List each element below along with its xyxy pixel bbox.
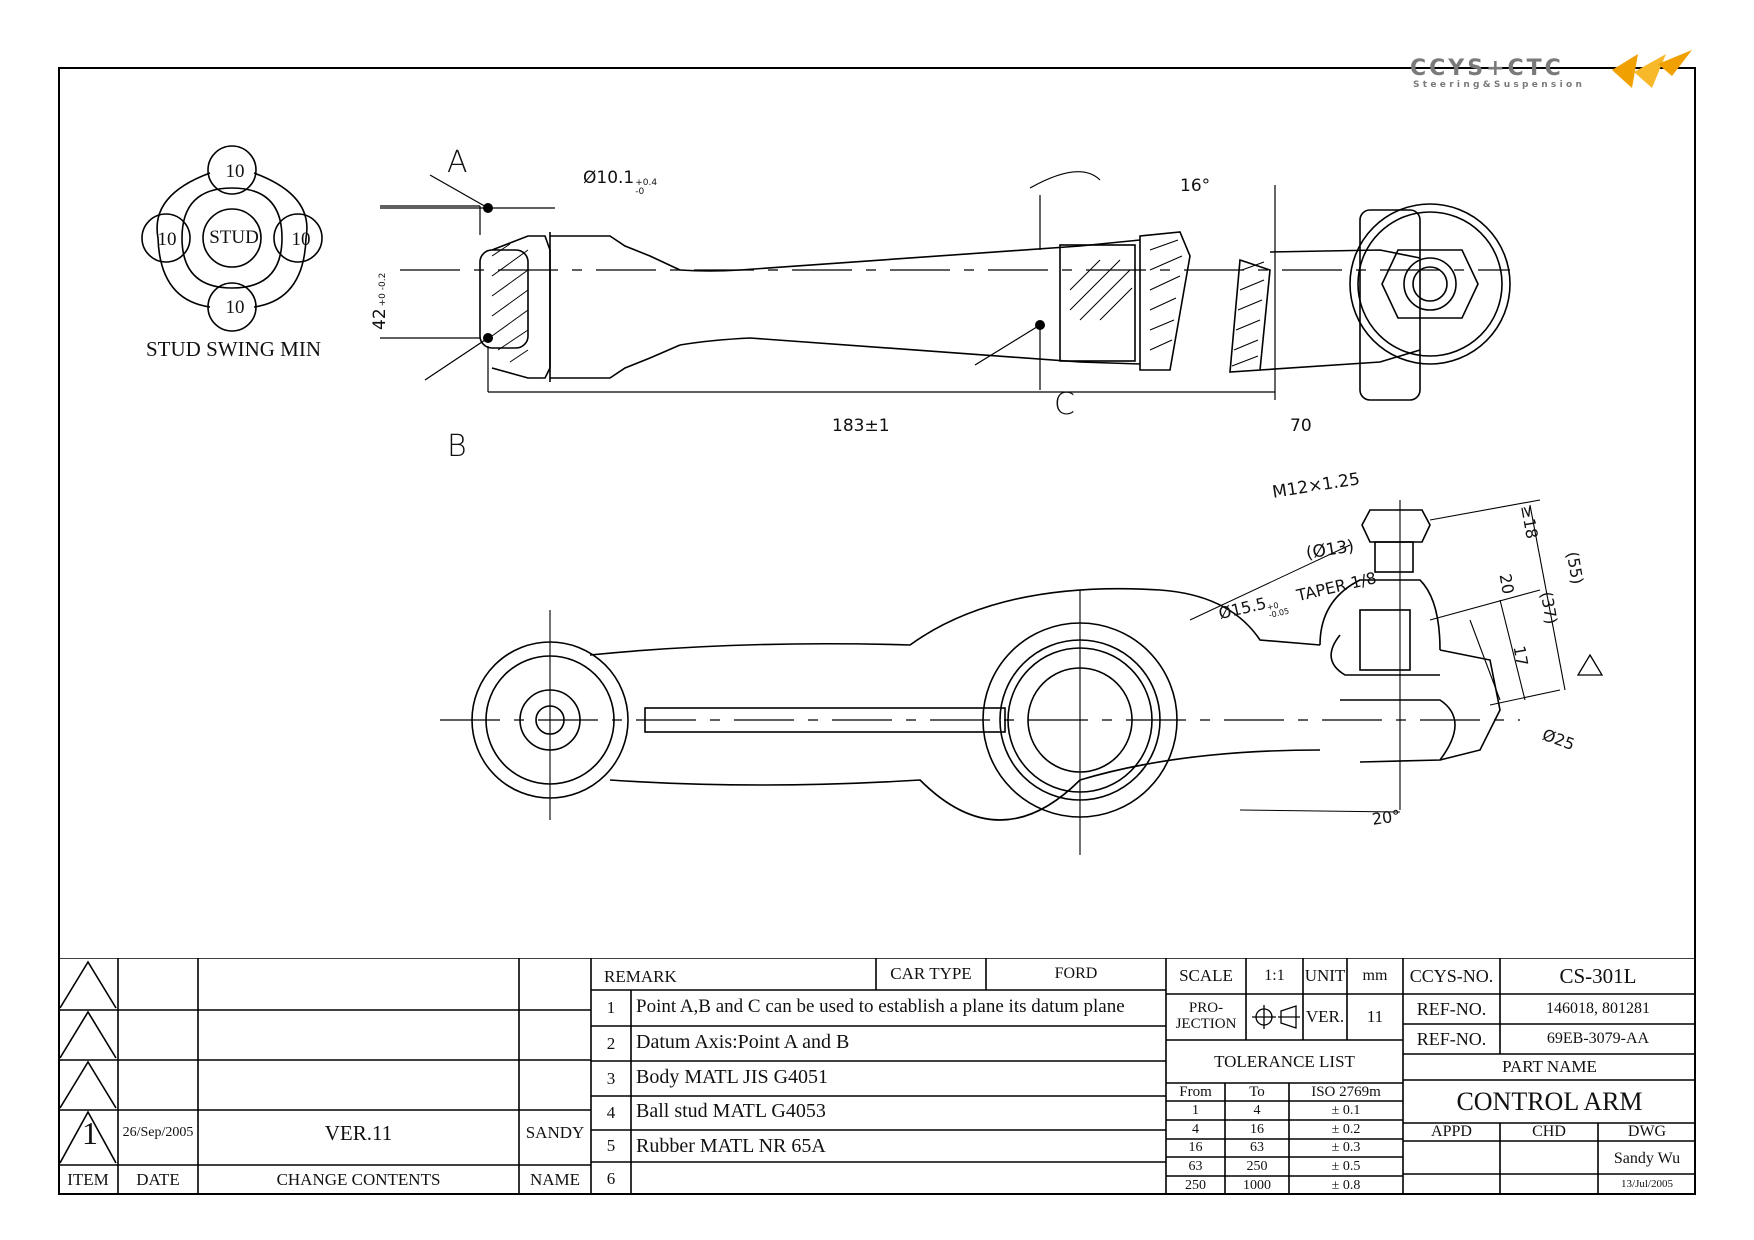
ccys-no-value: CS-301L <box>1559 963 1637 988</box>
point-c-label: C <box>1054 387 1075 422</box>
remark-no-2: 2 <box>606 1033 616 1053</box>
header-change-contents: CHANGE CONTENTS <box>276 1170 441 1189</box>
dim-angle-16: 16° <box>1180 176 1211 196</box>
projection-icon <box>1252 1005 1300 1029</box>
dim-20: 20 <box>1495 572 1518 596</box>
tol-to-2: 16 <box>1250 1121 1264 1137</box>
tol-to-5: 1000 <box>1243 1177 1271 1193</box>
car-type-value: FORD <box>1054 965 1098 982</box>
scale-value: 1:1 <box>1264 967 1285 984</box>
logo-tagline: Steering&Suspension <box>1413 80 1586 90</box>
drawn-by: Sandy Wu <box>1613 1150 1681 1167</box>
tolerance-title: TOLERANCE LIST <box>1214 1051 1355 1071</box>
tol-to-3: 63 <box>1250 1140 1264 1155</box>
tol-from-2: 4 <box>1192 1121 1199 1137</box>
remark-text-3: Body MATL JIS G4051 <box>636 1066 829 1088</box>
tol-to-1: 4 <box>1253 1102 1261 1118</box>
tol-from-1: 1 <box>1192 1102 1199 1118</box>
warning-icon <box>1576 653 1604 676</box>
header-name: NAME <box>529 1170 581 1189</box>
header-date: DATE <box>136 1170 180 1189</box>
stud-label: STUD <box>209 227 259 248</box>
stud-angle-top: 10 <box>225 161 245 182</box>
dim-length-183: 183±1 <box>832 416 890 436</box>
unit-value: mm <box>1362 967 1388 984</box>
tol-val-4: ± 0.5 <box>1331 1158 1361 1174</box>
remark-no-5: 5 <box>606 1136 616 1155</box>
drawn-date: 13/Jul/2005 <box>1621 1178 1673 1190</box>
unit-label: UNIT <box>1304 966 1346 985</box>
point-b-label: B <box>447 429 467 464</box>
ver-value: 11 <box>1366 1007 1384 1026</box>
part-name-value: CONTROL ARM <box>1456 1086 1643 1116</box>
tol-header-to: To <box>1249 1083 1265 1100</box>
tol-from-4: 63 <box>1188 1158 1203 1174</box>
scale-label: SCALE <box>1179 966 1233 985</box>
header-item: ITEM <box>67 1170 109 1189</box>
stud-swing-caption: STUD SWING MIN <box>146 337 321 361</box>
stud-angle-right: 10 <box>291 229 311 250</box>
dim-18: ≥18 <box>1517 503 1542 541</box>
drawing-frame <box>58 67 1696 1195</box>
dim-17: 17 <box>1509 644 1532 668</box>
dim-length-70: 70 <box>1290 416 1312 436</box>
dim-height-42: 42+0 -0.2 <box>370 272 390 330</box>
remark-text-2: Datum Axis:Point A and B <box>636 1031 850 1053</box>
ver-label: VER. <box>1305 1007 1345 1026</box>
part-name-label: PART NAME <box>1502 1057 1597 1076</box>
tol-val-5: ± 0.8 <box>1331 1177 1361 1193</box>
revision-item-1: 1 <box>82 1114 98 1151</box>
remark-text-1: Point A,B and C can be used to establish… <box>636 996 1125 1017</box>
tol-val-3: ± 0.3 <box>1331 1140 1361 1155</box>
point-a-label: A <box>447 145 468 180</box>
remark-text-5: Rubber MATL NR 65A <box>636 1135 826 1157</box>
side-view-drawing <box>440 499 1604 855</box>
ref-no-label-2: REF-NO. <box>1416 1028 1487 1049</box>
tol-val-1: ± 0.1 <box>1331 1102 1361 1118</box>
tol-from-3: 16 <box>1188 1140 1203 1155</box>
dim-37: (37) <box>1536 590 1562 626</box>
remark-no-3: 3 <box>606 1068 616 1088</box>
stud-angle-bottom: 10 <box>225 297 245 318</box>
dim-dia-10: Ø10.1+0.4-0 <box>583 168 658 197</box>
ccys-no-label: CCYS-NO. <box>1409 965 1494 986</box>
car-type-label: CAR TYPE <box>890 964 972 983</box>
dim-angle-20: 20° <box>1370 806 1402 829</box>
top-view-drawing <box>380 171 1511 401</box>
ref-no-value-2: 69EB-3079-AA <box>1546 1030 1650 1047</box>
logo-brand: CCYS+CTC <box>1410 56 1564 81</box>
remark-text-4: Ball stud MATL G4053 <box>636 1100 826 1122</box>
revision-contents-1: VER.11 <box>324 1120 393 1145</box>
remark-no-1: 1 <box>606 998 616 1017</box>
tol-from-5: 250 <box>1185 1177 1206 1193</box>
revision-name-1: SANDY <box>525 1123 585 1142</box>
dwg-label: DWG <box>1627 1123 1667 1140</box>
logo-mark-icon <box>1612 50 1692 88</box>
ref-no-value-1: 146018, 801281 <box>1546 1000 1650 1017</box>
remark-header: REMARK <box>604 967 677 986</box>
tol-header-from: From <box>1179 1083 1212 1100</box>
appd-label: APPD <box>1431 1123 1472 1140</box>
remark-no-4: 4 <box>606 1103 616 1122</box>
tol-val-2: ± 0.2 <box>1331 1121 1361 1137</box>
stud-angle-left: 10 <box>157 229 177 250</box>
revision-date-1: 26/Sep/2005 <box>122 1125 194 1140</box>
dim-55: (55) <box>1562 550 1588 586</box>
remark-no-6: 6 <box>606 1168 616 1188</box>
projection-label: PRO-JECTION <box>1175 1000 1237 1032</box>
stud-swing-diagram <box>141 145 323 332</box>
title-block-grid <box>58 958 1696 1195</box>
ref-no-label-1: REF-NO. <box>1416 998 1487 1019</box>
tol-to-4: 250 <box>1246 1158 1268 1174</box>
chd-label: CHD <box>1532 1123 1566 1140</box>
tol-header-iso: ISO 2769m <box>1311 1083 1381 1100</box>
